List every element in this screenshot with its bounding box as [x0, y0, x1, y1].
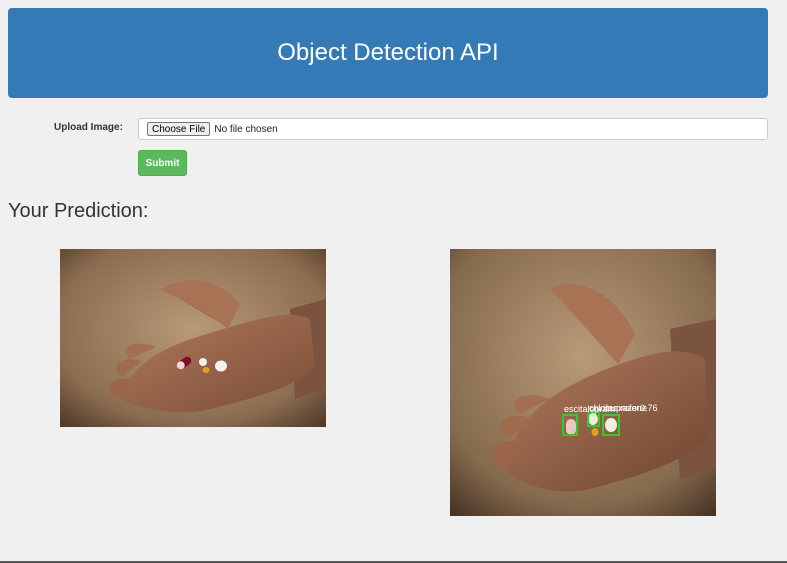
detection-label: escitalopram: [564, 404, 615, 414]
upload-image-label: Upload Image:: [54, 122, 123, 133]
detection-label: chlorzoxazone: [589, 403, 647, 413]
file-status-text: No file chosen: [214, 123, 278, 135]
bottom-divider: [0, 561, 787, 563]
choose-file-button[interactable]: Choose File: [147, 122, 211, 136]
detection-box: [587, 411, 600, 427]
file-input[interactable]: Choose File No file chosen: [138, 118, 768, 140]
detection-box: [602, 414, 620, 436]
prediction-image: escitalopram chlorzoxazone ibuprofen 0.7…: [450, 249, 716, 516]
input-image: [60, 249, 326, 427]
pill-capsule-icon: [176, 356, 192, 370]
submit-button[interactable]: Submit: [138, 150, 187, 176]
detection-box: [562, 414, 578, 436]
detection-score: 0.76: [640, 403, 658, 413]
page-title: Object Detection API: [277, 39, 499, 66]
header-banner: Object Detection API: [8, 8, 768, 98]
prediction-heading: Your Prediction:: [8, 200, 149, 222]
detection-label: ibuprofen: [604, 403, 642, 413]
